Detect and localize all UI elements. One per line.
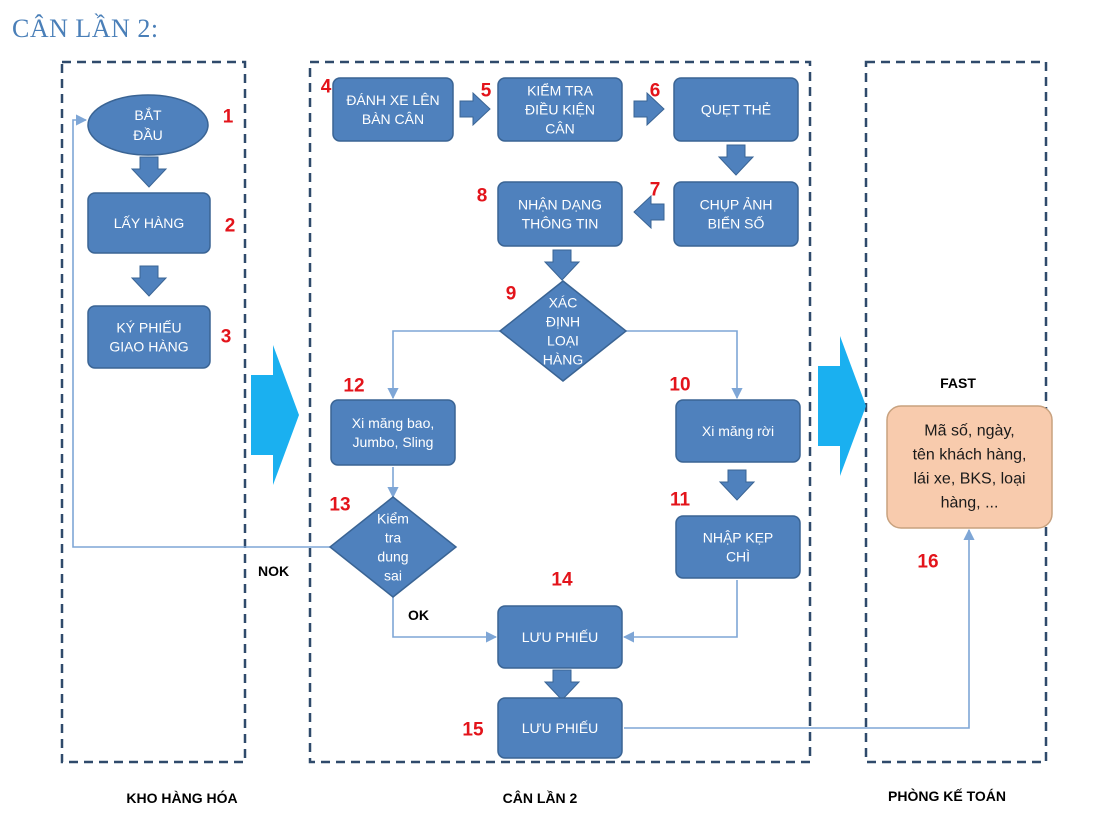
step-4-box: [332, 77, 454, 142]
flow-arrow-2-3: [130, 265, 168, 297]
step-13-decision-diamond: [328, 496, 458, 598]
step-7-text: CHỤP ẢNH: [700, 197, 773, 213]
step-5-text: CÂN: [545, 121, 575, 137]
step-16-text: Mã số, ngày,: [924, 423, 1014, 440]
step-11-text: CHÌ: [726, 549, 750, 565]
step-11-box: [675, 515, 801, 579]
connector-9-12: [387, 330, 500, 400]
step-8-text: NHẬN DẠNG: [518, 197, 602, 213]
step-13-text: Kiểm: [377, 511, 409, 527]
step-1-text: BẮT: [134, 106, 162, 123]
step-15-text: LƯU PHIẾU: [522, 720, 599, 736]
flow-arrow-14-15: [543, 669, 581, 701]
connector-13-1-nok: [72, 114, 330, 548]
step-9-text: HÀNG: [543, 352, 583, 368]
lane-label-can: CÂN LẦN 2: [503, 789, 578, 806]
step-7-text: BIỂN SỐ: [708, 215, 765, 232]
step-16-number: 16: [917, 552, 938, 573]
step-9-number: 9: [506, 284, 517, 305]
step-3-text: GIAO HÀNG: [109, 339, 188, 355]
step-3-text: KÝ PHIẾU: [116, 320, 181, 336]
page-title: CÂN LẦN 2:: [12, 14, 159, 43]
connector-9-10: [626, 330, 743, 400]
edge-label-ok: OK: [408, 607, 429, 623]
step-9-text: ĐỊNH: [546, 314, 580, 330]
step-14-text: LƯU PHIẾU: [522, 629, 599, 645]
step-6-number: 6: [650, 81, 661, 102]
step-12-box: [330, 399, 456, 466]
step-4-text: ĐÁNH XE LÊN: [346, 92, 439, 108]
swimlane-kho: [60, 60, 247, 764]
step-13-text: dung: [377, 549, 408, 565]
step-3-number: 3: [221, 327, 232, 348]
lane-label-ketoan: PHÒNG KẾ TOÁN: [888, 787, 1006, 804]
step-7-number: 7: [650, 180, 661, 201]
flow-arrow-4-5: [459, 91, 491, 127]
step-12-text: Jumbo, Sling: [353, 434, 434, 450]
step-2-box: [87, 192, 211, 254]
step-8-box: [497, 181, 623, 247]
fast-header: FAST: [940, 375, 976, 391]
flow-arrow-10-11: [718, 469, 756, 501]
step-11-number: 11: [670, 490, 691, 511]
step-2-text: LẤY HÀNG: [114, 215, 185, 231]
step-16-result-box: [886, 405, 1053, 529]
step-13-text: tra: [385, 530, 402, 546]
flow-arrow-8-9: [543, 249, 581, 281]
step-14-box: [497, 605, 623, 669]
connector-13-14-ok: [392, 597, 498, 643]
step-16-text: hàng, ...: [941, 495, 999, 512]
step-9-text: LOẠI: [547, 333, 579, 349]
connector-15-16: [624, 528, 975, 729]
step-6-box: [673, 77, 799, 142]
flow-arrow-5-6: [633, 91, 665, 127]
step-9-decision-diamond: [498, 280, 628, 382]
step-5-number: 5: [481, 81, 492, 102]
step-9-text: XÁC: [549, 295, 578, 311]
step-16-text: lái xe, BKS, loại: [913, 471, 1025, 488]
flow-arrow-6-7: [717, 144, 755, 176]
step-1-start-ellipse: [87, 94, 209, 156]
step-4-number: 4: [321, 77, 332, 98]
step-12-number: 12: [343, 376, 364, 397]
flow-arrow-1-2: [130, 156, 168, 188]
flow-arrow-7-8: [633, 194, 665, 230]
step-1-text: ĐẦU: [133, 127, 163, 143]
step-13-text: sai: [384, 568, 402, 584]
step-10-box: [675, 399, 801, 463]
step-5-text: KIỂM TRA: [527, 82, 594, 99]
step-5-text: ĐIỀU KIỆN: [525, 102, 595, 118]
step-15-number: 15: [462, 720, 484, 741]
step-13-number: 13: [329, 495, 350, 516]
step-6-text: QUẸT THẺ: [701, 102, 771, 118]
step-1-number: 1: [223, 107, 234, 128]
step-8-number: 8: [477, 186, 488, 207]
step-4-text: BÀN CÂN: [362, 111, 424, 127]
step-12-text: Xi măng bao,: [352, 415, 435, 431]
connector-11-14: [622, 580, 738, 643]
step-2-number: 2: [225, 216, 236, 237]
step-8-text: THÔNG TIN: [522, 216, 599, 232]
lane-label-kho: KHO HÀNG HÓA: [126, 789, 237, 806]
step-5-box: [497, 77, 623, 142]
step-10-number: 10: [669, 375, 690, 396]
step-16-text: tên khách hàng,: [913, 447, 1027, 464]
step-10-text: Xi măng rời: [702, 423, 774, 439]
step-15-box: [497, 697, 623, 759]
step-14-number: 14: [551, 570, 573, 591]
edge-label-nok: NOK: [258, 563, 289, 579]
step-3-box: [87, 305, 211, 369]
step-11-text: NHẬP KẸP: [703, 530, 774, 546]
step-7-box: [673, 181, 799, 247]
lane-transition-arrow-kho-can: [251, 345, 299, 485]
lane-transition-arrow-can-ketoan: [818, 336, 866, 476]
